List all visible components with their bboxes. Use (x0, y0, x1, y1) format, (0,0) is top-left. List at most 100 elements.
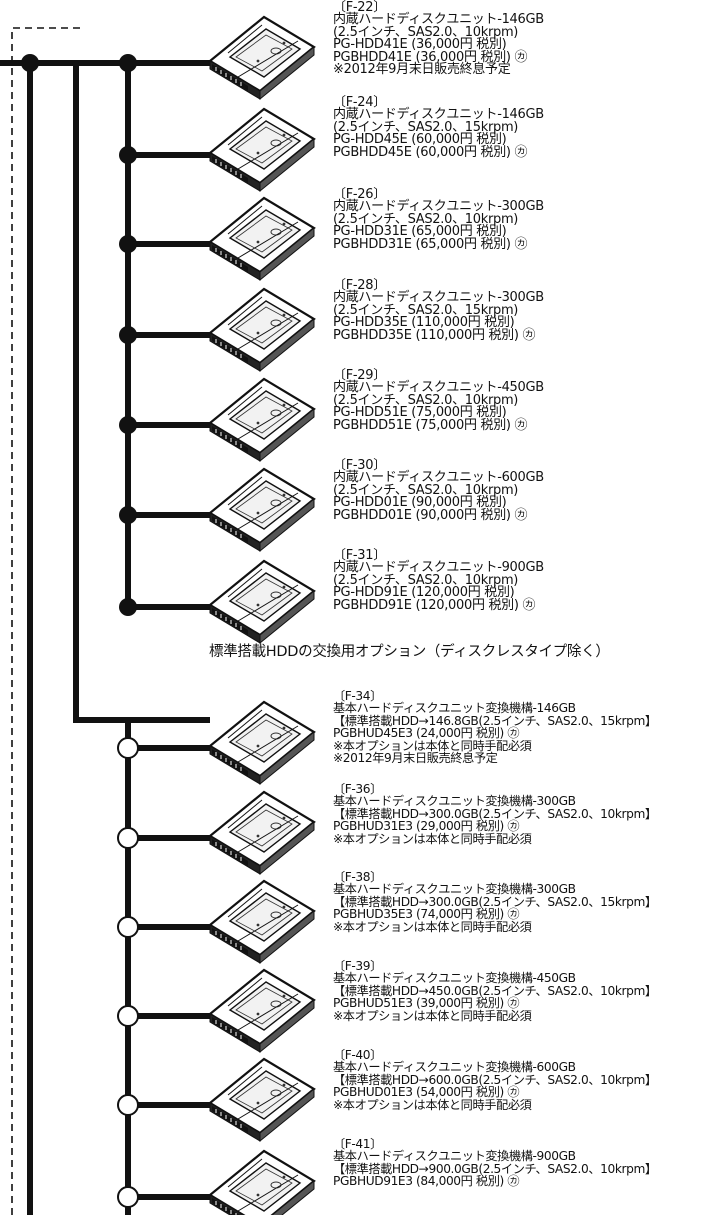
hdd-option-spec: (2.5インチ、SAS2.0、10krpm) (333, 24, 519, 40)
hdd-replacement-item: 〔F-41〕基本ハードディスクユニット変換機構-900GB【標準搭載HDD→90… (333, 1138, 657, 1188)
hdd-replacement-model: PGBHUD51E3 (39,000円 税別) ㋕ (333, 996, 520, 1011)
hdd-replacement-spec: 【標準搭載HDD→600.0GB(2.5インチ、SAS2.0、10krpm】 (333, 1072, 657, 1087)
hdd-option-model: PG-HDD35E (110,000円 税別) (333, 315, 515, 331)
hdd-option-code: 〔F-22〕 (333, 0, 386, 15)
primary-node-4 (119, 416, 137, 434)
hdd-replacement-note: ※本オプションは本体と同時手配必須 (333, 738, 532, 753)
hdd-replacement-illustration-5 (208, 1149, 316, 1215)
hdd-replacement-item: 〔F-40〕基本ハードディスクユニット変換機構-600GB【標準搭載HDD→60… (333, 1049, 657, 1111)
hdd-replacement-item: 〔F-36〕基本ハードディスクユニット変換機構-300GB【標準搭載HDD→30… (333, 783, 657, 845)
hdd-option-model: PG-HDD01E (90,000円 税別) (333, 495, 507, 511)
hdd-replacement-item: 〔F-39〕基本ハードディスクユニット変換機構-450GB【標準搭載HDD→45… (333, 960, 657, 1022)
hdd-replacement-name: 基本ハードディスクユニット変換機構-300GB (333, 882, 576, 897)
hdd-replacement-model: PGBHUD01E3 (54,000円 税別) ㋕ (333, 1085, 520, 1100)
hdd-option-item: 〔F-24〕内蔵ハードディスクユニット-146GB(2.5インチ、SAS2.0、… (333, 95, 544, 160)
hdd-option-code: 〔F-24〕 (333, 95, 386, 110)
hdd-replacement-note: ※本オプションは本体と同時手配必須 (333, 919, 532, 934)
hdd-illustration-4 (208, 377, 316, 463)
hdd-replacement-model: PGBHUD45E3 (24,000円 税別) ㋕ (333, 726, 520, 741)
hdd-option-model: PG-HDD41E (36,000円 税別) (333, 37, 507, 53)
hdd-replacement-illustration-4 (208, 1057, 316, 1143)
hdd-replacement-note: ※本オプションは本体と同時手配必須 (333, 1097, 532, 1112)
hdd-replacement-item: 〔F-34〕基本ハードディスクユニット変換機構-146GB【標準搭載HDD→14… (333, 689, 657, 766)
hdd-replacement-code: 〔F-39〕 (333, 959, 382, 973)
section-title: 標準搭載HDDの交換用オプション（ディスクレスタイプ除く） (209, 644, 610, 660)
hdd-replacement-illustration-1 (208, 790, 316, 876)
hdd-option-model-line2: PGBHDD91E (120,000円 税別) ㋕ (333, 597, 536, 613)
hdd-option-item: 〔F-28〕内蔵ハードディスクユニット-300GB(2.5インチ、SAS2.0、… (333, 278, 544, 343)
hdd-replacement-model: PGBHUD35E3 (74,000円 税別) ㋕ (333, 907, 520, 922)
secondary-node-2 (117, 916, 139, 938)
hdd-option-model: PG-HDD51E (75,000円 税別) (333, 405, 507, 421)
hdd-option-name: 内蔵ハードディスクユニット-300GB (333, 199, 544, 215)
hdd-replacement-name: 基本ハードディスクユニット変換機構-300GB (333, 794, 576, 809)
hdd-option-item: 〔F-30〕内蔵ハードディスクユニット-600GB(2.5インチ、SAS2.0、… (333, 458, 544, 523)
hdd-replacement-code: 〔F-41〕 (333, 1137, 382, 1151)
secondary-node-0 (117, 737, 139, 759)
hdd-option-spec: (2.5インチ、SAS2.0、15krpm) (333, 119, 519, 135)
hdd-option-item: 〔F-26〕内蔵ハードディスクユニット-300GB(2.5インチ、SAS2.0、… (333, 187, 544, 252)
hdd-option-code: 〔F-26〕 (333, 187, 386, 202)
secondary-node-1 (117, 827, 139, 849)
hdd-option-item: 〔F-22〕内蔵ハードディスクユニット-146GB(2.5インチ、SAS2.0、… (333, 0, 544, 78)
hdd-option-model-line2: PGBHDD41E (36,000円 税別) ㋕ (333, 49, 528, 65)
secondary-node-3 (117, 1005, 139, 1027)
primary-node-6 (119, 598, 137, 616)
hdd-illustration-1 (208, 107, 316, 193)
hdd-option-name: 内蔵ハードディスクユニット-146GB (333, 107, 544, 123)
hdd-option-item: 〔F-29〕内蔵ハードディスクユニット-450GB(2.5インチ、SAS2.0、… (333, 369, 544, 433)
hdd-replacement-spec: 【標準搭載HDD→900.0GB(2.5インチ、SAS2.0、10krpm】 (333, 1161, 657, 1176)
hdd-option-name: 内蔵ハードディスクユニット-600GB (333, 470, 544, 486)
hdd-illustration-2 (208, 196, 316, 282)
hdd-option-model-line2: PGBHDD35E (110,000円 税別) ㋕ (333, 327, 536, 343)
hdd-option-model: PG-HDD31E (65,000円 税別) (333, 224, 507, 240)
primary-node-2 (119, 235, 137, 253)
hdd-replacement-name: 基本ハードディスクユニット変換機構-900GB (333, 1149, 576, 1164)
hdd-option-code: 〔F-31〕 (333, 548, 386, 563)
hdd-option-spec: (2.5インチ、SAS2.0、10krpm) (333, 482, 519, 498)
hdd-option-name: 内蔵ハードディスクユニット-450GB (333, 380, 544, 396)
hdd-option-note: ※2012年9月末日販売終息予定 (333, 62, 511, 78)
hdd-option-name: 内蔵ハードディスクユニット-300GB (333, 290, 544, 306)
hdd-replacement-code: 〔F-38〕 (333, 870, 382, 884)
hdd-replacement-code: 〔F-40〕 (333, 1048, 382, 1062)
hdd-option-model: PG-HDD91E (120,000円 税別) (333, 585, 515, 601)
hdd-replacement-spec: 【標準搭載HDD→300.0GB(2.5インチ、SAS2.0、15krpm】 (333, 894, 657, 909)
hdd-illustration-3 (208, 287, 316, 373)
hdd-option-code: 〔F-28〕 (333, 278, 386, 293)
bus-node-left (21, 54, 39, 72)
hdd-option-model: PG-HDD45E (60,000円 税別) (333, 132, 507, 148)
hdd-illustration-6 (208, 559, 316, 645)
hdd-option-model-line2: PGBHDD31E (65,000円 税別) ㋕ (333, 236, 528, 252)
hdd-illustration-0 (208, 15, 316, 101)
secondary-node-5 (117, 1186, 139, 1208)
primary-node-3 (119, 326, 137, 344)
hdd-option-name: 内蔵ハードディスクユニット-146GB (333, 12, 544, 28)
hdd-option-model-line2: PGBHDD51E (75,000円 税別) ㋕ (333, 417, 528, 433)
hdd-replacement-note-line2: ※2012年9月末日販売終息予定 (333, 751, 498, 766)
hdd-replacement-illustration-3 (208, 968, 316, 1054)
hdd-option-model-line2: PGBHDD01E (90,000円 税別) ㋕ (333, 507, 528, 523)
primary-node-1 (119, 146, 137, 164)
hdd-replacement-model: PGBHUD91E3 (84,000円 税別) ㋕ (333, 1174, 520, 1189)
hdd-replacement-item: 〔F-38〕基本ハードディスクユニット変換機構-300GB【標準搭載HDD→30… (333, 871, 657, 933)
hdd-replacement-code: 〔F-34〕 (333, 689, 382, 703)
hdd-replacement-name: 基本ハードディスクユニット変換機構-146GB (333, 701, 576, 716)
hdd-option-spec: (2.5インチ、SAS2.0、10krpm) (333, 392, 519, 408)
hdd-replacement-spec: 【標準搭載HDD→146.8GB(2.5インチ、SAS2.0、15krpm】 (333, 713, 657, 728)
hdd-replacement-model: PGBHUD31E3 (29,000円 税別) ㋕ (333, 819, 520, 834)
hdd-replacement-illustration-2 (208, 879, 316, 965)
hdd-option-spec: (2.5インチ、SAS2.0、15krpm) (333, 302, 519, 318)
hdd-option-item: 〔F-31〕内蔵ハードディスクユニット-900GB(2.5インチ、SAS2.0、… (333, 548, 544, 613)
hdd-replacement-name: 基本ハードディスクユニット変換機構-600GB (333, 1060, 576, 1075)
hdd-replacement-note: ※本オプションは本体と同時手配必須 (333, 1008, 532, 1023)
hdd-option-model-line2: PGBHDD45E (60,000円 税別) ㋕ (333, 144, 528, 160)
hdd-replacement-spec: 【標準搭載HDD→450.0GB(2.5インチ、SAS2.0、10krpm】 (333, 983, 657, 998)
hdd-option-spec: (2.5インチ、SAS2.0、10krpm) (333, 572, 519, 588)
hdd-replacement-name: 基本ハードディスクユニット変換機構-450GB (333, 971, 576, 986)
hdd-option-code: 〔F-30〕 (333, 458, 386, 473)
hdd-option-name: 内蔵ハードディスクユニット-900GB (333, 560, 544, 576)
hdd-replacement-code: 〔F-36〕 (333, 782, 382, 796)
hdd-replacement-spec: 【標準搭載HDD→300.0GB(2.5インチ、SAS2.0、10krpm】 (333, 806, 657, 821)
